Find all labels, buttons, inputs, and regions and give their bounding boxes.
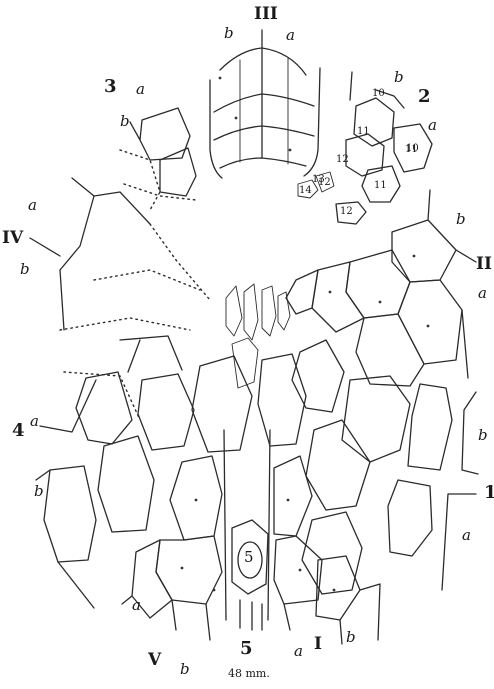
- plate-number-11-a: 11: [357, 127, 370, 137]
- label-ambulacrum-v: V: [148, 652, 161, 669]
- ambulacrum-ii-plates: [286, 190, 476, 386]
- letter-b-ii: b: [456, 212, 466, 227]
- letter-b-iv: b: [20, 262, 30, 277]
- letter-b-3: b: [120, 114, 130, 129]
- label-ambulacrum-iii: III: [254, 6, 278, 23]
- letter-b-v: b: [180, 662, 190, 677]
- figure-caption: 48 mm.: [228, 668, 270, 679]
- letter-a-4: a: [30, 414, 39, 429]
- label-ambulacrum-ii: II: [476, 256, 492, 273]
- letter-a-iii: a: [286, 28, 295, 43]
- plate-number-14: 14: [299, 186, 312, 196]
- letter-a-v: a: [132, 598, 141, 613]
- letter-a-1: a: [462, 528, 471, 543]
- plate-number-11-c: 11: [405, 145, 418, 155]
- label-interambulacrum-4: 4: [12, 422, 25, 440]
- label-interambulacrum-1: 1: [484, 484, 494, 502]
- plate-number-10-a: 10: [372, 89, 385, 99]
- ambulacrum-i-plates: [268, 430, 380, 644]
- letter-a-3: a: [136, 82, 145, 97]
- letter-b-i: b: [346, 630, 356, 645]
- letter-a-ii: a: [478, 286, 487, 301]
- label-ambulacrum-i: I: [314, 636, 322, 653]
- letter-b-1: b: [478, 428, 488, 443]
- interambulacrum-1-plates: [292, 340, 478, 594]
- letter-b-2: b: [394, 70, 404, 85]
- label-interambulacrum-5: 5: [240, 640, 253, 658]
- plate-number-13: 13: [312, 175, 325, 185]
- label-ambulacrum-iv: IV: [2, 230, 23, 247]
- letter-a-2: a: [428, 118, 437, 133]
- label-interambulacrum-2: 2: [418, 88, 431, 106]
- center-plate-label: 5: [244, 550, 254, 565]
- plate-number-11-b: 11: [374, 181, 387, 191]
- letter-a-i: a: [294, 644, 303, 659]
- letter-a-iv: a: [28, 198, 37, 213]
- label-interambulacrum-3: 3: [104, 78, 117, 96]
- letter-b-iii: b: [224, 26, 234, 41]
- interambulacrum-3-plates: [120, 108, 196, 210]
- letter-b-4: b: [34, 484, 44, 499]
- interambulacrum-4-plates: [36, 340, 194, 608]
- ambulacrum-iii-plates: [210, 30, 320, 178]
- plate-number-12-b: 12: [340, 207, 353, 217]
- plate-number-12-a: 12: [336, 155, 349, 165]
